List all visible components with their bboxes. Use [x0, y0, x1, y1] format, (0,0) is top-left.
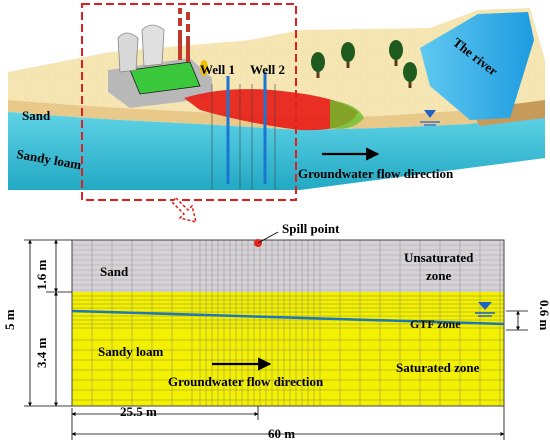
- zoom-arrow-icon: [170, 196, 198, 224]
- trees: [311, 40, 417, 88]
- bottom-sand-label: Sand: [100, 264, 129, 279]
- dim-spill-distance: 25.5 m: [120, 404, 157, 419]
- bottom-flow-label: Groundwater flow direction: [168, 374, 324, 389]
- cross-section: Spill point Sand Unsaturated zone GTF zo…: [71, 221, 505, 407]
- dim-loam-height: 3.4 m: [34, 338, 49, 369]
- saturated-zone-label: Saturated zone: [396, 360, 480, 375]
- sandy-loam-layer: [8, 112, 545, 190]
- top-sand-label: Sand: [22, 108, 51, 123]
- sand-layer: [8, 100, 545, 130]
- well2-label: Well 2: [250, 62, 285, 77]
- dim-gtf-height: 0.6 m: [537, 300, 550, 331]
- water-table-icon: [420, 110, 440, 126]
- saturated-zone: [72, 292, 504, 406]
- river: [420, 12, 534, 120]
- dim-sand-height: 1.6 m: [34, 260, 49, 291]
- water-table-line: [71, 309, 505, 326]
- dimension-lines: [24, 239, 528, 440]
- unsaturated-label-line2: zone: [426, 268, 452, 283]
- power-plant-icon: [108, 8, 212, 108]
- top-block-diagram: The river: [8, 3, 545, 201]
- wells: [211, 72, 276, 190]
- gtf-zone-label: GTF zone: [410, 317, 461, 331]
- dim-total-height: 5 m: [2, 309, 17, 330]
- gtf-water-icon: [475, 302, 495, 317]
- well1-label: Well 1: [200, 62, 235, 77]
- unsaturated-label-line1: Unsaturated: [404, 250, 474, 265]
- spill-point-label: Spill point: [282, 221, 340, 236]
- bottom-sandy-loam-label: Sandy loam: [98, 344, 164, 359]
- top-flow-label: Groundwater flow direction: [298, 166, 454, 181]
- unsaturated-zone: [72, 240, 504, 292]
- dim-domain-width: 60 m: [268, 426, 295, 441]
- focus-frame: [81, 3, 297, 201]
